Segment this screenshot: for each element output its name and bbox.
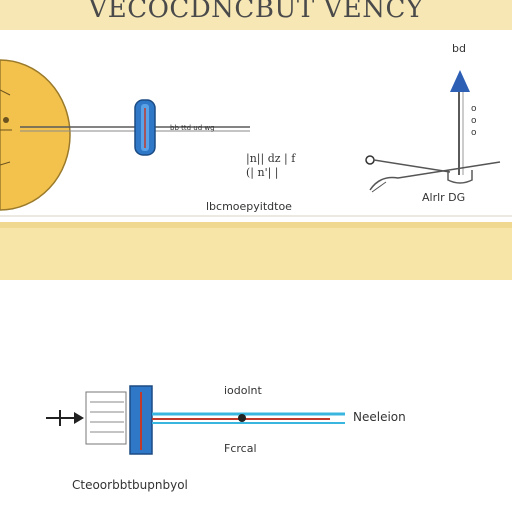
bottom-stack (85, 391, 127, 445)
axis-top-label: bd (452, 42, 466, 55)
bottom-right-label: Neeleion (353, 410, 406, 424)
probe-label: bb ttd ud wg (170, 124, 215, 132)
divider-band-edge (0, 222, 512, 228)
gauge-dial (0, 59, 71, 211)
title-band (0, 0, 512, 30)
axis-side-marks: o o o (471, 104, 477, 138)
blue-probe (134, 99, 156, 156)
bottom-caption: Cteoorbbtbupnbyol (72, 478, 188, 492)
bottom-top-label: iodolnt (224, 384, 262, 397)
velocity-axis (447, 70, 473, 184)
top-left-caption: lbcmoepyitdtoe (206, 200, 292, 213)
flow-curve (365, 155, 501, 193)
equation-label: |n|| dz | f (| n'| | (246, 152, 296, 179)
bottom-arrow (46, 410, 84, 426)
top-diagram-panel (0, 30, 512, 222)
divider-band (0, 222, 512, 280)
top-right-caption: Alrlr DG (422, 191, 466, 204)
bottom-beam (152, 412, 345, 424)
bottom-label: Fcrcal (224, 442, 257, 455)
bottom-diagram-panel (0, 280, 512, 512)
diagram-title: VECOCDNCBUT VENCY (88, 0, 424, 24)
bottom-blue-slab (129, 385, 153, 455)
